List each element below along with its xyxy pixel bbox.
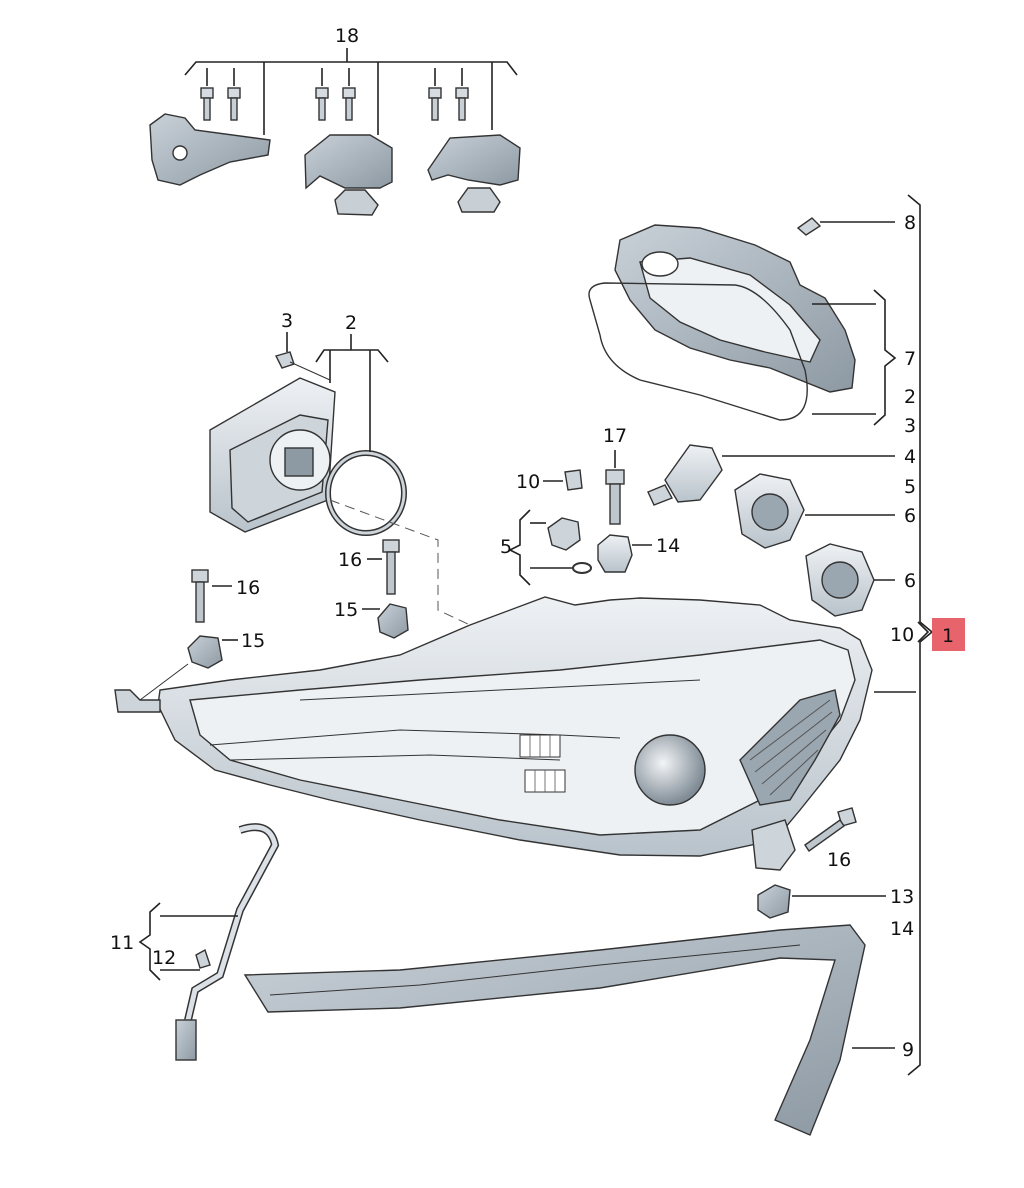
vent-hose — [138, 823, 280, 1061]
callout-15-mid: 15 — [334, 599, 358, 621]
screw-icon — [200, 68, 469, 121]
callout-1: 1 — [942, 625, 954, 647]
callout-10-arrow — [917, 621, 930, 643]
housing-cover — [588, 217, 897, 426]
small-fasteners — [187, 444, 895, 669]
callout-15-left: 15 — [241, 630, 265, 652]
callout-2-left: 2 — [345, 312, 357, 334]
callout-3-right: 3 — [904, 415, 916, 437]
callout-16-right: 16 — [827, 849, 851, 871]
callout-11: 11 — [110, 932, 134, 954]
callout-2-right: 2 — [904, 386, 916, 408]
callout-14-right: 14 — [890, 918, 914, 940]
callout-7: 7 — [904, 348, 916, 370]
callout-8: 8 — [904, 212, 916, 234]
callout-16-mid: 16 — [338, 549, 362, 571]
callout-5-mid: 5 — [500, 536, 512, 558]
callout-labels: 18 8 7 2 3 4 5 6 6 10 1 13 14 9 3 2 16 1… — [110, 25, 954, 1061]
headlight-assembly — [114, 596, 916, 919]
callout-5-right: 5 — [904, 476, 916, 498]
bracket-set-18 — [149, 48, 521, 216]
callout-14-mid: 14 — [656, 535, 680, 557]
callout-17: 17 — [603, 425, 627, 447]
callout-6-bottom: 6 — [904, 570, 916, 592]
callout-6-top: 6 — [904, 505, 916, 527]
callout-10-right: 10 — [890, 624, 914, 646]
callout-3-left: 3 — [281, 310, 293, 332]
callout-4: 4 — [904, 446, 916, 468]
callout-18: 18 — [335, 25, 359, 47]
highlight-part-1[interactable] — [932, 618, 965, 651]
callout-16-left: 16 — [236, 577, 260, 599]
callout-9: 9 — [902, 1039, 914, 1061]
callout-13: 13 — [890, 886, 914, 908]
callout-10-mid: 10 — [516, 471, 540, 493]
callout-12: 12 — [152, 947, 176, 969]
trim-strip — [243, 924, 895, 1136]
control-module — [209, 332, 471, 626]
